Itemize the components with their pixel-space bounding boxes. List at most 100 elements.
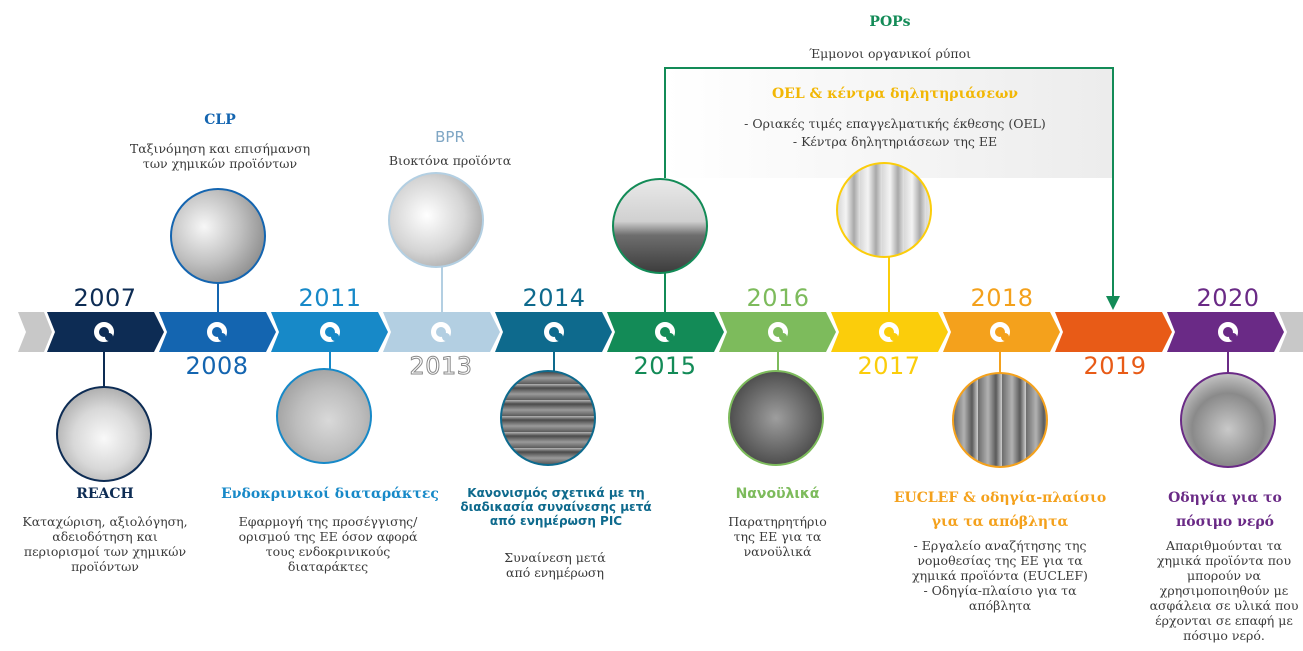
pic-title-line-2: διαδικασία συναίνεσης μετά [460, 500, 652, 514]
water-desc-line-4: χρησιμοποιηθούν με [1159, 583, 1289, 598]
stem-2011 [329, 342, 331, 372]
nano-title: Νανοϋλικά [735, 486, 820, 502]
stem-2018 [999, 342, 1001, 376]
port-containers-photo-icon [500, 370, 596, 466]
reach-desc-line-3: περιορισμοί των χημικών [23, 544, 187, 559]
stem-2020 [1227, 342, 1229, 376]
clp-title: CLP [204, 112, 236, 128]
marker-2014 [544, 322, 564, 342]
marker-2015 [655, 322, 675, 342]
stem-2016 [777, 342, 779, 374]
stem-2014 [553, 342, 555, 374]
reach-desc-line-1: Καταχώριση, αξιολόγηση, [22, 514, 188, 529]
year-2011: 2011 [298, 284, 362, 312]
stem-2008 [217, 282, 219, 312]
euclef-desc-line-1: - Εργαλείο αναζήτησης της [913, 538, 1087, 553]
nano-desc-line-3: νανοϋλικά [743, 544, 812, 559]
band-2019 [1055, 312, 1172, 352]
euclef-desc-line-3: χημικά προϊόντα (EUCLEF) [912, 568, 1088, 583]
stem-2015 [664, 272, 666, 312]
marker-2008 [207, 322, 227, 342]
band-start-grey [18, 312, 52, 352]
year-2008: 2008 [185, 352, 249, 380]
marker-2007 [94, 322, 114, 342]
nano-description: Παρατηρητήριο της ΕΕ για τα νανοϋλικά [715, 514, 840, 559]
oel-title: OEL & κέντρα δηλητηριάσεων [771, 86, 1019, 102]
bpr-title: BPR [435, 128, 465, 146]
cleaning-bottles-photo-icon [170, 188, 266, 284]
reach-desc-line-4: προϊόντων [71, 559, 139, 574]
stem-2013 [441, 266, 443, 312]
pic-title-line-1: Κανονισμός σχετικά με τη [467, 486, 645, 500]
endocrine-title: Ενδοκρινικοί διαταράκτες [221, 486, 439, 502]
year-2019: 2019 [1083, 352, 1147, 380]
marker-2017 [879, 322, 899, 342]
molecule-photo-icon [728, 370, 824, 466]
water-desc-line-2: χημικά προϊόντα που [1156, 553, 1292, 568]
pic-title: Κανονισμός σχετικά με τη διαδικασία συνα… [456, 486, 656, 528]
year-2007: 2007 [73, 284, 137, 312]
year-2018: 2018 [970, 284, 1034, 312]
year-2013: 2013 [409, 352, 473, 381]
water-desc-line-3: μπορούν να [1187, 568, 1261, 583]
pic-desc-line-2: από ενημέρωση [506, 565, 604, 580]
pops-panel-shade [665, 68, 1113, 178]
water-title-line-1: Οδηγία για το [1168, 490, 1282, 506]
euclef-description: - Εργαλείο αναζήτησης της νομοθεσίας της… [900, 538, 1100, 613]
water-title: Οδηγία για το πόσιμο νερό [1150, 486, 1300, 534]
marker-2013 [431, 322, 451, 342]
bpr-description: Βιοκτόνα προϊόντα [388, 153, 512, 168]
lab-glassware-photo-icon [56, 386, 152, 482]
pic-desc-line-1: Συναίνεση μετά [504, 550, 606, 565]
pops-bracket-line [664, 67, 1114, 298]
oel-line-1: - Οριακές τιμές επαγγελματικής έκθεσης (… [744, 116, 1046, 131]
test-tubes-photo-icon [836, 162, 932, 258]
endocrine-desc-line-1: Εφαρμογή της προσέγγισης/ [238, 514, 418, 529]
endocrine-description: Εφαρμογή της προσέγγισης/ ορισμού της ΕΕ… [218, 514, 438, 574]
marker-2016 [768, 322, 788, 342]
pic-title-line-3: από ενημέρωση PIC [489, 514, 623, 528]
bacteria-photo-icon [388, 172, 484, 268]
endocrine-desc-line-3: τους ενδοκρινικούς [265, 544, 391, 559]
euclef-title-line-1: EUCLEF & οδηγία-πλαίσιο [893, 490, 1107, 506]
year-2015: 2015 [633, 352, 697, 380]
year-2014: 2014 [522, 284, 586, 312]
pops-description: Έμμονοι οργανικοί ρύποι [808, 46, 972, 61]
euclef-title-line-2: για τα απόβλητα [931, 514, 1069, 530]
water-desc-line-7: πόσιμο νερό. [1183, 628, 1265, 643]
endocrine-desc-line-2: ορισμού της ΕΕ όσον αφορά [238, 529, 418, 544]
clp-description-2: των χημικών προϊόντων [142, 156, 298, 171]
reach-title: REACH [76, 486, 134, 502]
euclef-title: EUCLEF & οδηγία-πλαίσιο για τα απόβλητα [880, 486, 1120, 534]
water-desc-line-6: έρχονται σε επαφή με [1155, 613, 1293, 628]
year-2016: 2016 [746, 284, 810, 312]
year-2020: 2020 [1196, 284, 1260, 312]
nano-desc-line-2: της ΕΕ για τα [733, 529, 822, 544]
euclef-desc-line-2: νομοθεσίας της ΕΕ για τα [917, 553, 1083, 568]
water-title-line-2: πόσιμο νερό [1175, 514, 1274, 530]
water-desc-line-1: Απαριθμούνται τα [1166, 538, 1282, 553]
pops-arrowhead [1106, 296, 1120, 310]
endocrine-desc-line-4: διαταράκτες [287, 559, 369, 574]
nano-desc-line-1: Παρατηρητήριο [728, 514, 827, 529]
water-glass-photo-icon [1180, 372, 1276, 468]
lake-photo-icon [612, 178, 708, 274]
recycling-photo-icon [952, 372, 1048, 468]
marker-2018 [990, 322, 1010, 342]
euclef-desc-line-5: απόβλητα [968, 598, 1032, 613]
year-2017: 2017 [857, 352, 921, 380]
oel-line-2: - Κέντρα δηλητηριάσεων της ΕΕ [792, 134, 998, 149]
water-description: Απαριθμούνται τα χημικά προϊόντα που μπο… [1145, 538, 1303, 643]
band-end-grey [1279, 312, 1303, 352]
pic-description: Συναίνεση μετά από ενημέρωση [490, 550, 620, 580]
marker-2020 [1218, 322, 1238, 342]
thyroid-photo-icon [276, 368, 372, 464]
marker-2011 [320, 322, 340, 342]
water-desc-line-5: ασφάλεια σε υλικά που [1149, 598, 1299, 613]
clp-description-1: Ταξινόμηση και επισήμανση [129, 141, 311, 156]
euclef-desc-line-4: - Οδηγία-πλαίσιο για τα [923, 583, 1077, 598]
stem-2007 [103, 342, 105, 390]
reach-desc-line-2: αδειοδότηση και [52, 529, 158, 544]
pops-title: POPs [869, 14, 911, 30]
